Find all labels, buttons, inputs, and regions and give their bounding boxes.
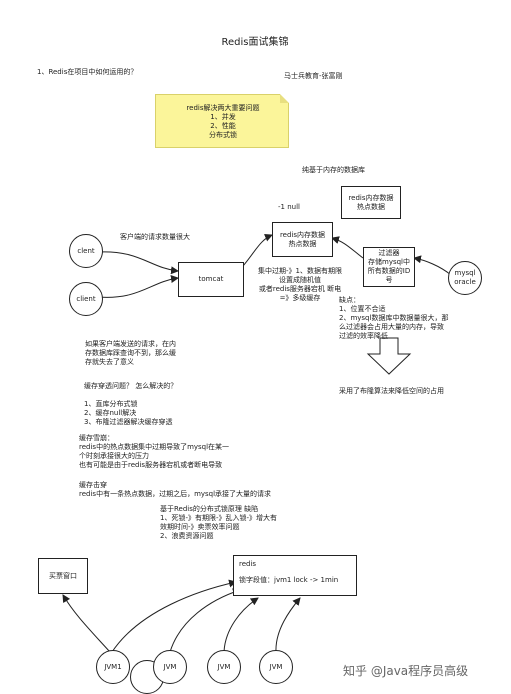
- weakness-note: 缺点： 1、位置不合适 2、mysql数据库中数据量很大，那 么过滤器会占用大量…: [339, 296, 449, 340]
- edge-jvm1-buywindow: [62, 594, 111, 653]
- edge-jvm3-redis: [223, 597, 259, 653]
- breakdown-note: 缓存击穿 redis中有一条热点数据，过期之后，mysql承接了大量的请求: [79, 481, 272, 498]
- space-for-time-note: 采用了布隆算法来降低空间的占用: [339, 387, 444, 395]
- edge-client2-tomcat: [97, 275, 179, 298]
- sticky-note-fold: [280, 94, 289, 103]
- redis-lock-title: redis: [239, 560, 257, 568]
- dist-lock-flaw-note: 基于Redis的分布式锁原理 缺陷 1、死锁-》有期限-》乱入锁-》增大有 效期…: [160, 505, 278, 540]
- avalanche-note: 缓存雪崩： redis中的热点数据集中过期导致了mysql在某一 个时刻承接很大…: [79, 434, 230, 469]
- author-label: 马士兵教育-张富刚: [284, 72, 343, 80]
- redis-lock-box: redis 锁字段值：jvm1 lock -> 1min: [233, 555, 357, 596]
- redis-hot-data-box: redis内存数据 热点数据: [272, 222, 333, 257]
- client-volume-label: 客户端的请求数量很大: [120, 233, 190, 241]
- client-node-2: client: [69, 282, 103, 316]
- mysql-node: mysql oracle: [448, 261, 482, 295]
- jvm2-node: JVM: [153, 650, 187, 684]
- edge-jvm4-redis: [275, 597, 301, 653]
- jvm3-node: JVM: [207, 650, 241, 684]
- expire-note: 集中过期-》1、数据有期限 设置成随机值 或者redis服务器宕机 断电 =》多…: [258, 267, 342, 302]
- client-attack-note: 如果客户端发送的请求，在内 存数据库踩查询不到，那么缓 存就失去了意义: [85, 340, 176, 366]
- down-arrow-shape: [366, 337, 412, 375]
- filter-box: 过滤器 存储mysql中 所有数据的ID 号: [363, 247, 415, 287]
- hot-data-box: redis内存数据 热点数据: [341, 186, 401, 219]
- jvm4-node: JVM: [259, 650, 293, 684]
- edge-client1-tomcat: [97, 251, 179, 275]
- sticky-note-text: redis解决两大重要问题 1、并发 2、性能 分布式锁: [186, 104, 260, 139]
- watermark: 知乎 @Java程序员高级: [343, 664, 469, 678]
- client-node-1: clent: [69, 234, 103, 268]
- question-1: 1、Redis在项目中如何运用的？: [37, 68, 138, 76]
- edge-jvm1-redis: [111, 579, 237, 653]
- sticky-note: redis解决两大重要问题 1、并发 2、性能 分布式锁: [155, 94, 289, 148]
- redis-lock-text: 锁字段值：jvm1 lock -> 1min: [239, 576, 339, 584]
- penetration-note: 缓存穿透问题？ 怎么解决的？ 1、直库分布式锁 2、缓存null解决 3、布隆过…: [84, 382, 178, 426]
- edge-jvm2-redis: [169, 588, 241, 653]
- buy-window-box: 买票窗口: [38, 558, 88, 594]
- jvm1-node: JVM1: [96, 650, 130, 684]
- edge-tomcat-redis: [242, 234, 273, 267]
- pure-memory-label: 纯基于内存的数据库: [302, 166, 365, 174]
- tomcat-box: tomcat: [178, 262, 244, 297]
- page-title: Redis面试集锦: [221, 37, 289, 48]
- neg1-null-label: -1 null: [278, 203, 300, 211]
- edge-mysql-filter: [413, 255, 452, 276]
- edge-filter-redis: [331, 236, 364, 259]
